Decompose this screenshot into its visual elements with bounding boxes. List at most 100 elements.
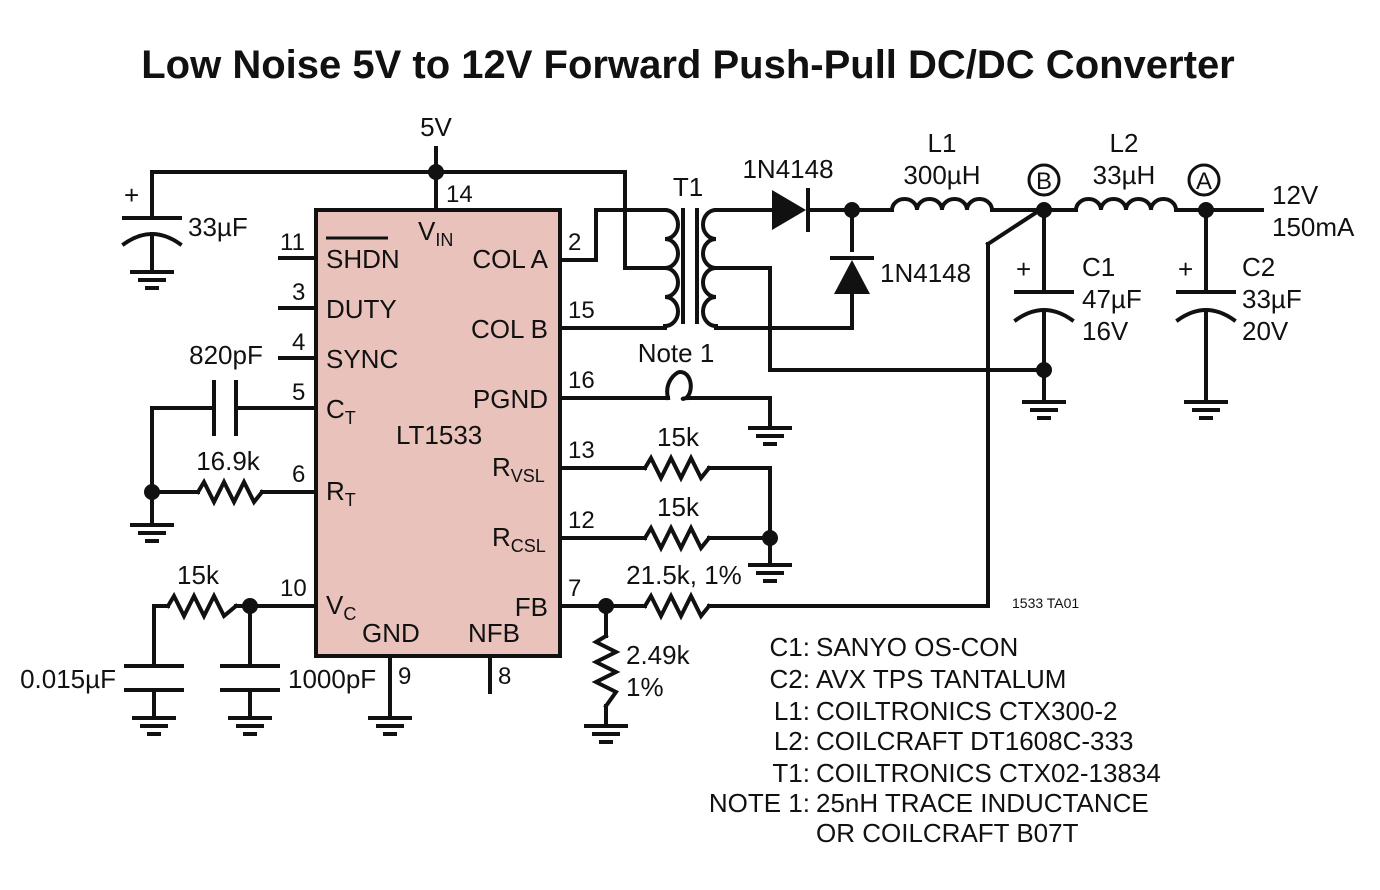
pin-vin-label: VIN xyxy=(418,216,453,250)
pin-gnd-label: GND xyxy=(362,618,420,648)
svg-text:+: + xyxy=(1016,254,1031,284)
pin-num-9: 9 xyxy=(398,663,411,690)
svg-text:820pF: 820pF xyxy=(189,340,263,370)
svg-text:C1:: C1: xyxy=(770,632,810,662)
inductor-l1: L1 300µH xyxy=(889,128,995,213)
svg-text:OR COILCRAFT B07T: OR COILCRAFT B07T xyxy=(816,818,1079,848)
ic-name: LT1533 xyxy=(396,420,482,450)
trace-inductance: Note 1 xyxy=(638,338,715,401)
pin-ct-label: CT xyxy=(326,394,356,428)
svg-text:33µH: 33µH xyxy=(1093,160,1156,190)
svg-text:+: + xyxy=(1178,254,1193,284)
svg-text:L1:: L1: xyxy=(774,696,810,726)
pin-num-13: 13 xyxy=(568,437,595,464)
pin-vc-label: VC xyxy=(326,590,356,624)
svg-text:T1:: T1: xyxy=(772,758,810,788)
svg-text:COILTRONICS CTX02-13834: COILTRONICS CTX02-13834 xyxy=(816,758,1161,788)
pin-colb-label: COL B xyxy=(471,314,548,344)
pin-rvsl-label: RVSL xyxy=(492,452,545,486)
svg-text:33µF: 33µF xyxy=(1242,284,1302,314)
wires xyxy=(150,146,1264,728)
svg-text:20V: 20V xyxy=(1242,316,1289,346)
svg-text:NOTE 1:: NOTE 1: xyxy=(709,788,810,818)
svg-text:1%: 1% xyxy=(626,672,664,702)
pin-shdn-label: SHDN xyxy=(326,244,400,274)
vc-capacitor-1: 0.015µF xyxy=(20,664,184,694)
inductor-l2: L2 33µH xyxy=(1073,128,1179,213)
svg-text:15k: 15k xyxy=(177,560,220,590)
pin-num-6: 6 xyxy=(292,461,305,488)
pin-num-3: 3 xyxy=(292,279,305,306)
svg-text:1N4148: 1N4148 xyxy=(742,154,833,184)
svg-text:1000pF: 1000pF xyxy=(288,664,376,694)
transformer-t1: T1 xyxy=(662,172,719,329)
svg-text:C2:: C2: xyxy=(770,664,810,694)
svg-text:L2: L2 xyxy=(1110,128,1139,158)
fb-resistor-bottom: 2.49k 1% xyxy=(591,633,691,709)
pin-num-4: 4 xyxy=(292,329,305,356)
svg-text:AVX TPS TANTALUM: AVX TPS TANTALUM xyxy=(816,664,1066,694)
fb-resistor-top: 21.5k, 1% xyxy=(626,560,742,621)
svg-text:15k: 15k xyxy=(657,492,700,522)
svg-text:15k: 15k xyxy=(657,422,700,452)
pin-num-5: 5 xyxy=(292,379,305,406)
output-voltage: 12V xyxy=(1272,180,1319,210)
pin-rcsl-label: RCSL xyxy=(492,522,546,556)
input-capacitor: + 33µF xyxy=(121,180,248,274)
ground-symbols xyxy=(130,270,1228,744)
pin-num-15: 15 xyxy=(568,297,595,324)
pin-num-10: 10 xyxy=(280,575,307,602)
svg-text:47µF: 47µF xyxy=(1082,284,1142,314)
rvsl-resistor: 15k xyxy=(642,422,712,483)
vc-resistor: 15k xyxy=(165,560,239,621)
svg-text:COILTRONICS CTX300-2: COILTRONICS CTX300-2 xyxy=(816,696,1117,726)
capacitor-c1: + C1 47µF 16V xyxy=(1013,252,1142,346)
pin-num-2: 2 xyxy=(568,229,581,256)
svg-text:L1: L1 xyxy=(928,128,957,158)
junction-dots xyxy=(144,164,1214,614)
rcsl-resistor: 15k xyxy=(642,492,712,553)
node-a-marker: A xyxy=(1187,163,1221,197)
diode-d1: 1N4148 xyxy=(742,154,834,232)
pin-num-8: 8 xyxy=(498,663,511,690)
pin-rt-label: RT xyxy=(326,476,356,510)
svg-text:1N4148: 1N4148 xyxy=(880,258,971,288)
svg-text:L2:: L2: xyxy=(774,726,810,756)
svg-text:A: A xyxy=(1196,168,1212,195)
svg-text:B: B xyxy=(1036,168,1052,195)
pin-nfb-label: NFB xyxy=(468,618,520,648)
pin-num-7: 7 xyxy=(568,575,581,602)
pin-num-14: 14 xyxy=(446,181,473,208)
ct-capacitor: 820pF xyxy=(189,340,263,436)
output-current: 150mA xyxy=(1272,212,1355,242)
svg-text:SANYO OS-CON: SANYO OS-CON xyxy=(816,632,1018,662)
rt-resistor: 16.9k xyxy=(195,446,265,507)
svg-text:T1: T1 xyxy=(673,172,703,202)
diode-d2: 1N4148 xyxy=(830,256,971,294)
svg-text:300µH: 300µH xyxy=(903,160,980,190)
pin-pgnd-label: PGND xyxy=(473,384,548,414)
svg-text:16V: 16V xyxy=(1082,316,1129,346)
svg-text:2.49k: 2.49k xyxy=(626,640,691,670)
pin-duty-label: DUTY xyxy=(326,294,397,324)
pin-num-12: 12 xyxy=(568,507,595,534)
svg-text:COILCRAFT DT1608C-333: COILCRAFT DT1608C-333 xyxy=(816,726,1133,756)
svg-text:Note 1: Note 1 xyxy=(638,338,715,368)
ic-lt1533: LT1533 VIN SHDN DUTY SYNC CT RT VC GND N… xyxy=(280,181,595,690)
node-b-marker: B xyxy=(1027,163,1061,197)
pin-num-11: 11 xyxy=(280,229,305,256)
diagram-title: Low Noise 5V to 12V Forward Push-Pull DC… xyxy=(141,43,1235,87)
svg-text:16.9k: 16.9k xyxy=(196,446,261,476)
supply-label: 5V xyxy=(420,112,452,142)
svg-text:0.015µF: 0.015µF xyxy=(20,664,116,694)
svg-text:C2: C2 xyxy=(1242,252,1275,282)
svg-text:+: + xyxy=(124,180,139,210)
svg-text:25nH TRACE INDUCTANCE: 25nH TRACE INDUCTANCE xyxy=(816,788,1149,818)
svg-text:21.5k, 1%: 21.5k, 1% xyxy=(626,560,742,590)
pin-sync-label: SYNC xyxy=(326,344,398,374)
pin-num-16: 16 xyxy=(568,367,595,394)
pin-fb-label: FB xyxy=(515,592,548,622)
capacitor-c2: + C2 33µF 20V xyxy=(1175,252,1302,346)
svg-text:C1: C1 xyxy=(1082,252,1115,282)
